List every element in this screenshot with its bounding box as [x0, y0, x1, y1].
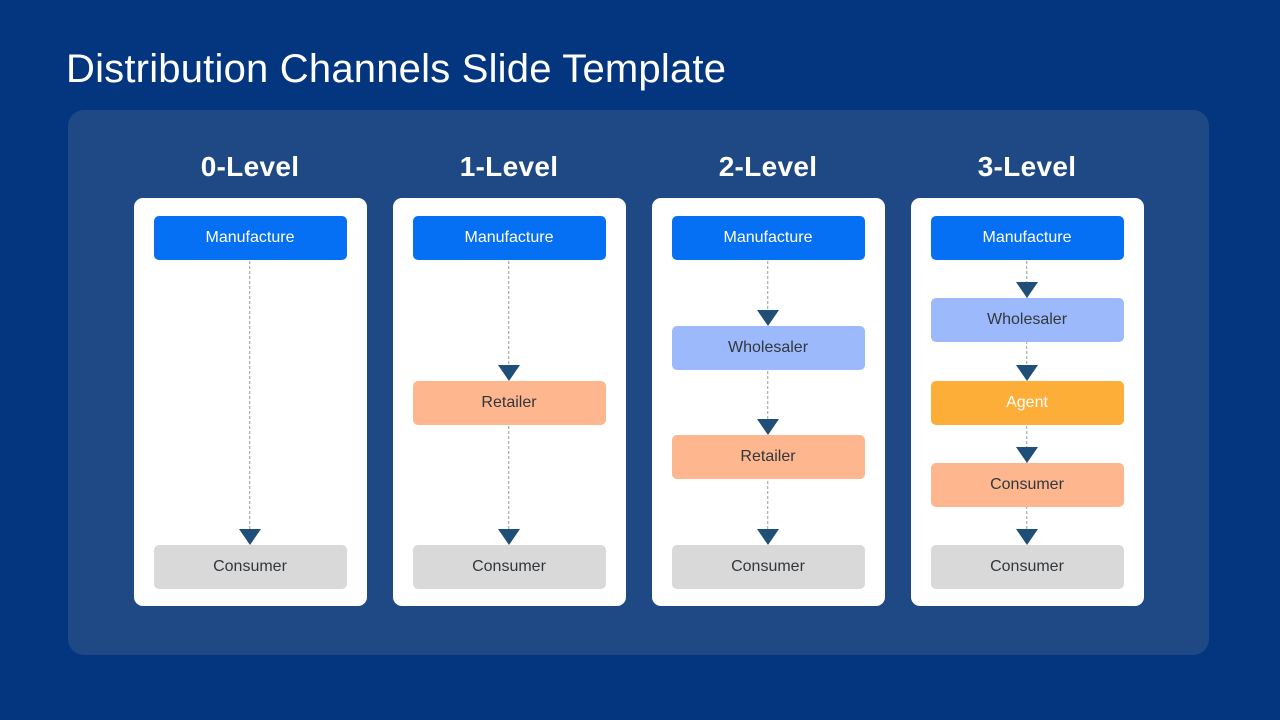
column-header: 0-Level: [200, 151, 300, 182]
dashed-connector-line: [249, 216, 251, 589]
node-retailer[interactable]: Consumer: [930, 462, 1124, 507]
node-manufacture[interactable]: Manufacture: [412, 216, 606, 260]
column-header: 2-Level: [718, 151, 818, 182]
connector-2: [672, 370, 865, 436]
node-consumer[interactable]: Consumer: [412, 545, 606, 589]
arrow-down-icon: [757, 419, 779, 436]
arrow-down-icon: [498, 364, 520, 381]
arrow-down-icon: [239, 529, 261, 545]
connector-2: [931, 342, 1124, 381]
connector-1: [931, 260, 1124, 299]
connector-3: [931, 425, 1124, 463]
arrow-down-icon: [1016, 364, 1038, 381]
node-wholesaler[interactable]: Wholesaler: [930, 298, 1124, 343]
node-consumer[interactable]: Consumer: [930, 545, 1124, 589]
arrow-down-icon: [1016, 446, 1038, 463]
node-wholesaler[interactable]: Wholesaler: [671, 325, 865, 370]
arrow-down-icon: [1016, 529, 1038, 545]
node-manufacture[interactable]: Manufacture: [930, 216, 1124, 260]
node-manufacture[interactable]: Manufacture: [671, 216, 865, 260]
arrow-down-icon: [1016, 282, 1038, 299]
connector-1: [413, 260, 606, 381]
arrow-down-icon: [498, 529, 520, 545]
node-consumer[interactable]: Consumer: [153, 545, 347, 589]
dashed-connector-line: [767, 216, 769, 589]
column-header: 3-Level: [977, 151, 1077, 182]
connector-3: [672, 479, 865, 546]
connector-2: [413, 425, 606, 545]
connector-1: [672, 260, 865, 326]
node-agent[interactable]: Agent: [930, 380, 1124, 425]
page-title: Distribution Channels Slide Template: [66, 47, 727, 91]
column-header: 1-Level: [459, 151, 559, 182]
connector-1: [154, 260, 347, 545]
node-retailer[interactable]: Retailer: [671, 435, 865, 480]
node-consumer[interactable]: Consumer: [671, 545, 865, 590]
node-retailer[interactable]: Retailer: [412, 380, 606, 425]
arrow-down-icon: [757, 529, 779, 546]
connector-4: [931, 507, 1124, 545]
arrow-down-icon: [757, 309, 779, 326]
node-manufacture[interactable]: Manufacture: [153, 216, 347, 260]
